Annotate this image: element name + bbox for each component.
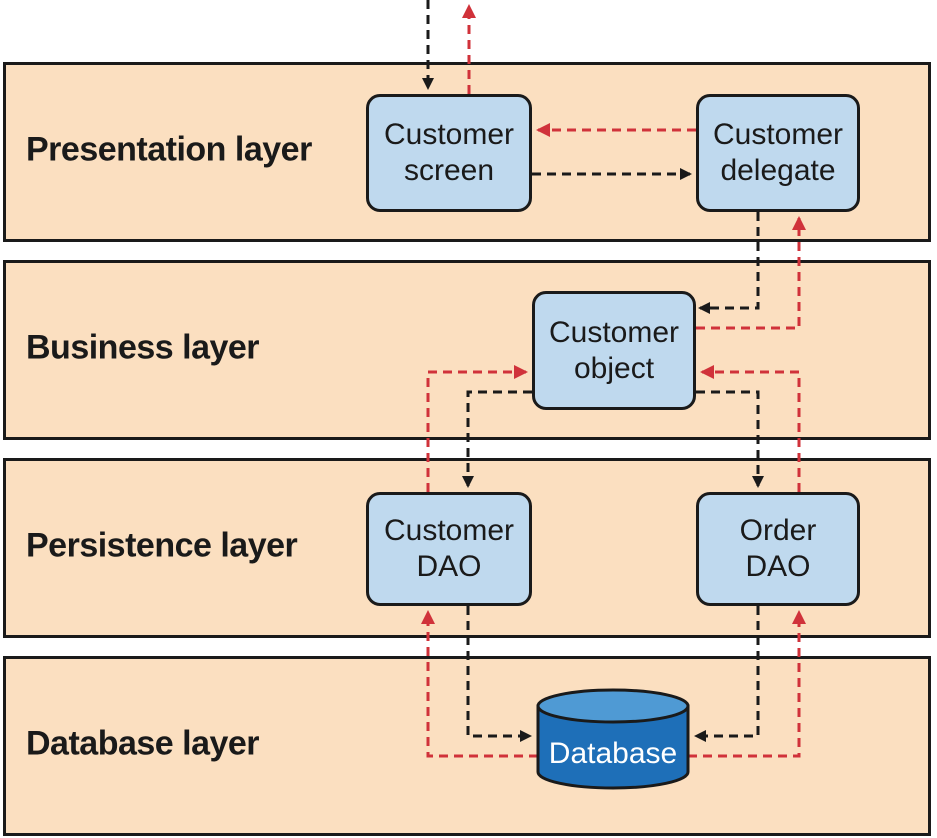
request-arrow-customer-dao-to-db [466,606,532,742]
database-layer-label: Database layer [26,724,260,763]
customer-screen-box: Customer screen [366,94,532,212]
customer-dao-box: Customer DAO [366,492,532,606]
customer-dao-line2: DAO [416,550,482,583]
customer-object-line2: object [573,351,655,385]
response-arrow-order-dao-to-object [700,365,801,492]
customer-delegate-box: Customer delegate [696,94,860,212]
customer-delegate-line1: Customer [712,118,844,151]
request-arrow-order-dao-to-db [694,606,760,742]
customer-object-box: Customer object [532,291,696,410]
customer-object-line1: Customer [548,315,680,349]
response-arrow-db-to-order-dao [688,610,806,758]
customer-dao-line1: Customer [383,514,515,547]
business-layer-label: Business layer [26,328,260,367]
presentation-layer-label: Presentation layer [26,130,312,169]
customer-delegate-line2: delegate [720,154,836,187]
request-arrow-object-to-customer-dao [462,390,532,488]
customer-screen-line1: Customer [383,118,515,151]
request-arrow-delegate-to-object [698,212,760,314]
response-arrow-object-to-delegate [696,216,806,330]
order-dao-box: Order DAO [696,492,860,606]
response-arrow-customer-dao-to-object [426,365,528,492]
response-arrow-db-to-customer-dao [421,610,538,758]
persistence-layer-label: Persistence layer [26,526,298,565]
order-dao-line1: Order [739,514,817,547]
request-arrow-object-to-order-dao [696,390,764,488]
order-dao-line2: DAO [745,550,811,583]
customer-screen-line2: screen [403,154,495,187]
